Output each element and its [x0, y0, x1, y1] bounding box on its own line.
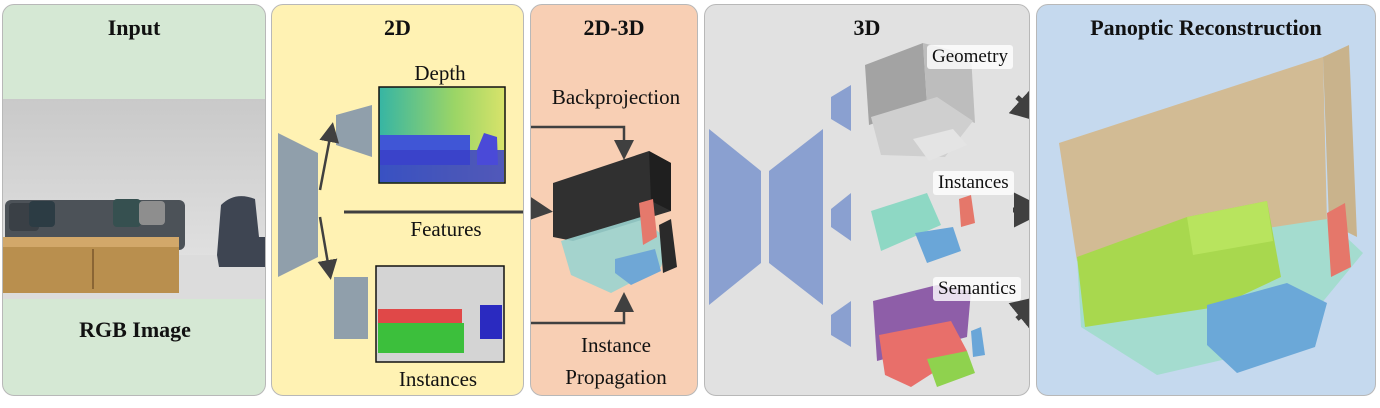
depth-decoder-shape	[336, 105, 372, 157]
backprojection-volume	[531, 125, 677, 325]
twod-diagram	[278, 86, 523, 363]
threed-panel: 3D	[704, 4, 1030, 396]
threed-encoder-shape	[709, 129, 761, 305]
features-label: Features	[410, 217, 482, 241]
twod3d-title: 2D-3D	[583, 15, 645, 40]
encoder-shape	[278, 133, 318, 277]
instances-head-shape	[831, 193, 851, 241]
depth-label: Depth	[414, 61, 466, 85]
instance-propagation-label-2: Propagation	[565, 365, 667, 389]
twod-panel: 2D Depth Features Instances	[271, 4, 524, 396]
semantics-head-shape	[831, 301, 851, 347]
backprojection-label: Backprojection	[551, 85, 681, 109]
semantics-label: Semantics	[933, 277, 1022, 301]
panoptic-panel: Panoptic Reconstruction	[1036, 4, 1376, 396]
threed-diagram	[709, 43, 1029, 387]
instance-decoder-shape	[334, 277, 368, 339]
geometry-head-shape	[831, 85, 851, 131]
instances-result	[871, 193, 975, 263]
rgb-image-caption: RGB Image	[79, 317, 191, 342]
rgb-image	[3, 99, 265, 299]
input-panel: Input RGB Image	[2, 4, 266, 396]
panoptic-reconstruction-render	[1059, 45, 1363, 375]
instances-label: Instances	[398, 367, 478, 391]
instance-propagation-label-1: Instance	[581, 333, 651, 357]
input-title: Input	[107, 15, 161, 40]
twod3d-panel: 2D-3D Backprojection Instance Propagatio…	[530, 4, 698, 396]
panoptic-title: Panoptic Reconstruction	[1090, 15, 1322, 40]
instances-3d-label: Instances	[933, 171, 1014, 195]
threed-decoder-shape	[769, 129, 823, 305]
twod-title: 2D	[384, 15, 411, 40]
semantics-result	[873, 285, 985, 387]
threed-title: 3D	[853, 15, 881, 40]
geometry-label: Geometry	[927, 45, 1013, 69]
